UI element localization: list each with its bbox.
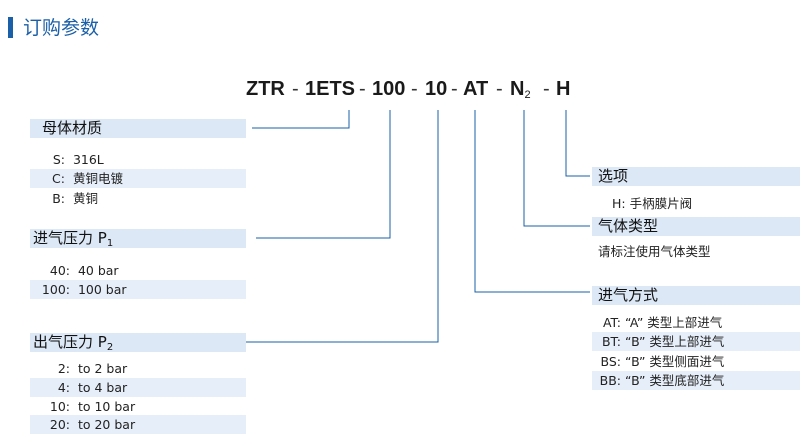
inlet-item: 100: 100 bar bbox=[41, 282, 127, 297]
row-band bbox=[30, 415, 246, 434]
inlet-style-item: BT: “B” 类型上部进气 bbox=[601, 334, 725, 349]
inlet-style-item: BB: “B” 类型底部进气 bbox=[599, 373, 725, 388]
inlet-item: 40: 40 bar bbox=[49, 263, 119, 278]
row-band bbox=[592, 371, 800, 390]
options-heading: 选项 bbox=[598, 167, 629, 185]
code-segment-option: H bbox=[556, 78, 571, 100]
page-title: 订购参数 bbox=[23, 17, 100, 39]
model-code: ZTR - 1ETS - 100 - 10 - AT - N2 - H bbox=[0, 76, 800, 102]
connector-gas bbox=[523, 110, 590, 227]
code-segment-inlet-pressure: 100 bbox=[372, 78, 406, 100]
material-item: S: 316L bbox=[52, 152, 104, 167]
code-separator: - bbox=[292, 78, 299, 100]
row-band bbox=[30, 169, 246, 188]
inlet-style-item: BS: “B” 类型侧面进气 bbox=[600, 354, 725, 369]
outlet-item: 4: to 4 bar bbox=[57, 380, 128, 395]
code-separator: - bbox=[543, 78, 550, 100]
code-gas-subscript: 2 bbox=[524, 89, 531, 101]
row-band bbox=[30, 378, 246, 397]
inlet-heading: 进气压力 P1 bbox=[33, 229, 114, 249]
code-separator: - bbox=[359, 78, 366, 100]
options-item: H: 手柄膜片阀 bbox=[612, 196, 693, 211]
connector-inlet-style bbox=[474, 110, 590, 293]
code-gas-letter: N bbox=[510, 78, 525, 100]
code-segment-series: ZTR bbox=[246, 78, 285, 100]
inlet-style-heading-band bbox=[592, 286, 800, 305]
material-item: C: 黄铜电镀 bbox=[52, 171, 123, 186]
code-separator: - bbox=[411, 78, 418, 100]
code-segment-inlet-style: AT bbox=[463, 78, 489, 100]
gas-note: 请标注使用气体类型 bbox=[598, 244, 711, 259]
material-heading-band bbox=[30, 119, 246, 138]
title-accent-bar bbox=[8, 17, 13, 38]
code-segment-outlet-pressure: 10 bbox=[425, 78, 448, 100]
gas-heading: 气体类型 bbox=[598, 217, 659, 235]
outlet-item: 10: to 10 bar bbox=[49, 399, 136, 414]
connector-option bbox=[565, 110, 590, 177]
outlet-item: 20: to 20 bar bbox=[49, 417, 136, 432]
inlet-heading-band bbox=[30, 229, 246, 248]
outlet-heading-band bbox=[30, 333, 246, 352]
code-segment-gas: N2 bbox=[510, 76, 531, 108]
row-band bbox=[592, 332, 800, 351]
code-segment-material: 1ETS bbox=[305, 78, 356, 100]
material-item: B: 黄铜 bbox=[52, 191, 98, 206]
outlet-heading: 出气压力 P2 bbox=[33, 333, 114, 353]
code-separator: - bbox=[451, 78, 458, 100]
connector-outlet-pressure bbox=[246, 110, 439, 343]
options-heading-band bbox=[592, 167, 800, 186]
outlet-item: 2: to 2 bar bbox=[57, 361, 128, 376]
inlet-style-item: AT: “A” 类型上部进气 bbox=[602, 315, 723, 330]
connector-material bbox=[252, 110, 350, 129]
connector-inlet-pressure bbox=[256, 110, 391, 239]
code-separator: - bbox=[496, 78, 503, 100]
material-heading: 母体材质 bbox=[42, 119, 103, 137]
row-band bbox=[30, 280, 246, 299]
gas-heading-band bbox=[592, 217, 800, 236]
inlet-style-heading: 进气方式 bbox=[598, 286, 659, 304]
